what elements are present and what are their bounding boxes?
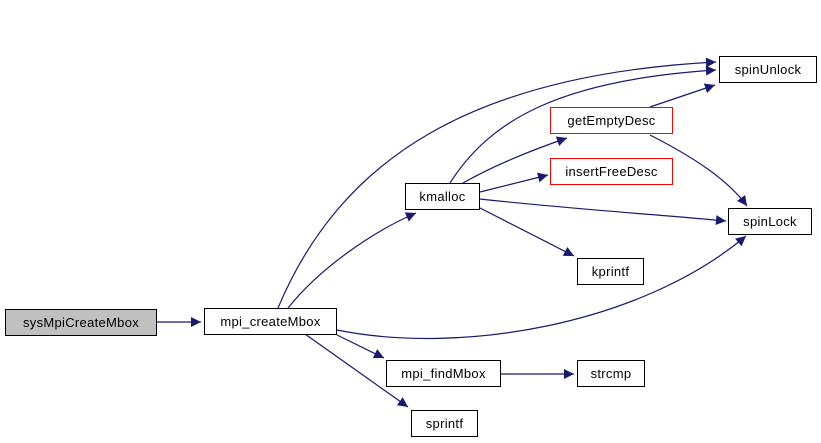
edge-getEmptyDesc-to-spinUnlock	[649, 83, 716, 108]
node-label: mpi_findMbox	[401, 366, 486, 381]
node-getEmptyDesc[interactable]: getEmptyDesc	[550, 107, 673, 134]
node-label: sysMpiCreateMbox	[22, 315, 140, 330]
node-label: kmalloc	[419, 189, 466, 204]
node-strcmp[interactable]: strcmp	[577, 360, 645, 387]
edge-mpi_createMbox-to-mpi_findMbox	[336, 334, 385, 359]
node-sprintf[interactable]: sprintf	[411, 410, 478, 437]
edge-mpi_createMbox-to-sprintf	[304, 333, 409, 408]
edge-kmalloc-to-insertFreeDesc	[479, 172, 549, 193]
node-label: spinUnlock	[734, 62, 802, 77]
edge-mpi_createMbox-to-spinLock	[336, 235, 747, 340]
node-insertFreeDesc[interactable]: insertFreeDesc	[550, 158, 673, 185]
node-label: strcmp	[590, 366, 632, 381]
node-label: sprintf	[425, 416, 464, 431]
node-spinLock[interactable]: spinLock	[728, 208, 812, 235]
node-mpi_createMbox[interactable]: mpi_createMbox	[204, 308, 337, 335]
edge-mpi_createMbox-to-spinUnlock	[277, 57, 717, 309]
node-kmalloc[interactable]: kmalloc	[405, 183, 480, 210]
edge-getEmptyDesc-to-spinLock	[649, 134, 748, 207]
node-label: mpi_createMbox	[220, 314, 321, 329]
edge-kmalloc-to-spinLock	[479, 198, 727, 226]
node-label: kprintf	[591, 264, 630, 279]
edge-kmalloc-to-spinUnlock	[449, 65, 717, 184]
edge-kmalloc-to-kprintf	[477, 206, 575, 257]
node-label: getEmptyDesc	[567, 113, 656, 128]
edge-kmalloc-to-getEmptyDesc	[462, 136, 568, 184]
node-sysMpiCreateMbox[interactable]: sysMpiCreateMbox	[5, 309, 157, 336]
node-mpi_findMbox[interactable]: mpi_findMbox	[386, 360, 501, 387]
node-spinUnlock[interactable]: spinUnlock	[719, 56, 817, 83]
node-kprintf[interactable]: kprintf	[577, 258, 644, 285]
node-label: insertFreeDesc	[565, 164, 658, 179]
edge-mpi_createMbox-to-kmalloc	[287, 212, 417, 309]
node-label: spinLock	[743, 214, 797, 229]
